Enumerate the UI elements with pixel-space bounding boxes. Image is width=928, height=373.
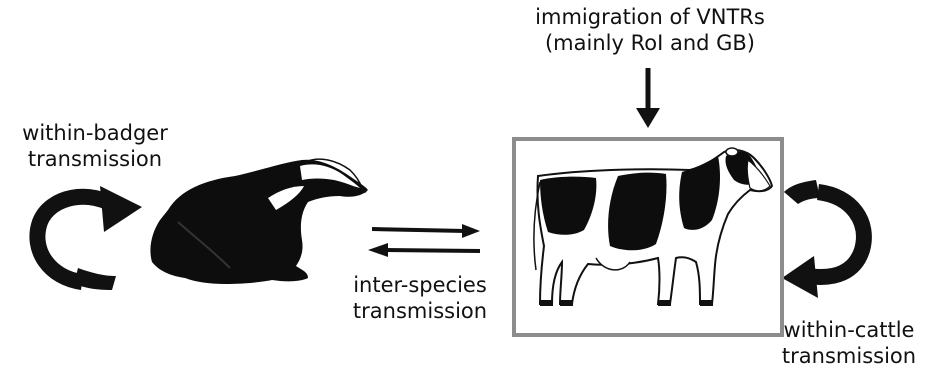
within-cattle-label: within-cattle transmission	[770, 317, 928, 369]
immigration-label: immigration of VNTRs (mainly RoI and GB)	[500, 4, 800, 56]
badger-icon	[150, 159, 368, 284]
immigration-label-line2: (mainly RoI and GB)	[500, 30, 800, 56]
within-badger-label-line2: transmission	[0, 146, 190, 172]
inter-species-arrows	[368, 224, 480, 257]
within-cattle-label-line1: within-cattle	[770, 317, 928, 343]
immigration-arrow	[636, 68, 660, 128]
within-badger-label-line1: within-badger	[0, 120, 190, 146]
immigration-label-line1: immigration of VNTRs	[500, 4, 800, 30]
inter-species-label-line2: transmission	[340, 298, 500, 324]
within-cattle-cycle-arrow	[782, 180, 864, 298]
within-cattle-label-line2: transmission	[770, 343, 928, 369]
within-badger-cycle-arrow	[37, 186, 142, 290]
inter-species-label-line1: inter-species	[340, 272, 500, 298]
inter-species-label: inter-species transmission	[340, 272, 500, 324]
within-badger-label: within-badger transmission	[0, 120, 190, 172]
